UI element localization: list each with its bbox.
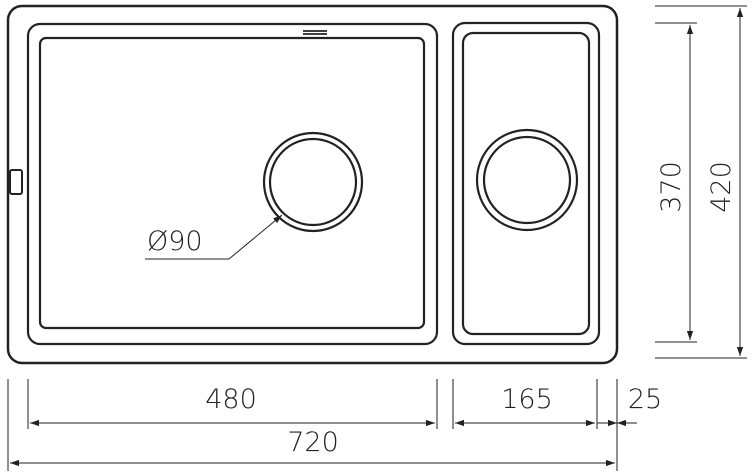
small-bowl: [451, 21, 601, 346]
dim-bowl-depth: 370: [656, 161, 687, 213]
overflow-slot: [303, 30, 327, 35]
dim-total-width: 720: [287, 427, 339, 458]
sink-outline: [6, 4, 619, 365]
drain-large: [262, 131, 364, 233]
vertical-dimensions: [655, 5, 747, 359]
dim-small-bowl-width: 165: [501, 384, 553, 415]
dim-total-depth: 420: [706, 161, 737, 213]
dim-large-bowl-width: 480: [205, 384, 257, 415]
horizontal-dimensions: [7, 379, 637, 471]
large-bowl: [26, 22, 439, 346]
dim-end-margin: 25: [628, 384, 662, 415]
side-overflow: [9, 169, 23, 195]
drain-leader: [145, 214, 283, 260]
drain-diameter-label: Ø90: [147, 226, 203, 257]
drain-small: [475, 128, 579, 232]
